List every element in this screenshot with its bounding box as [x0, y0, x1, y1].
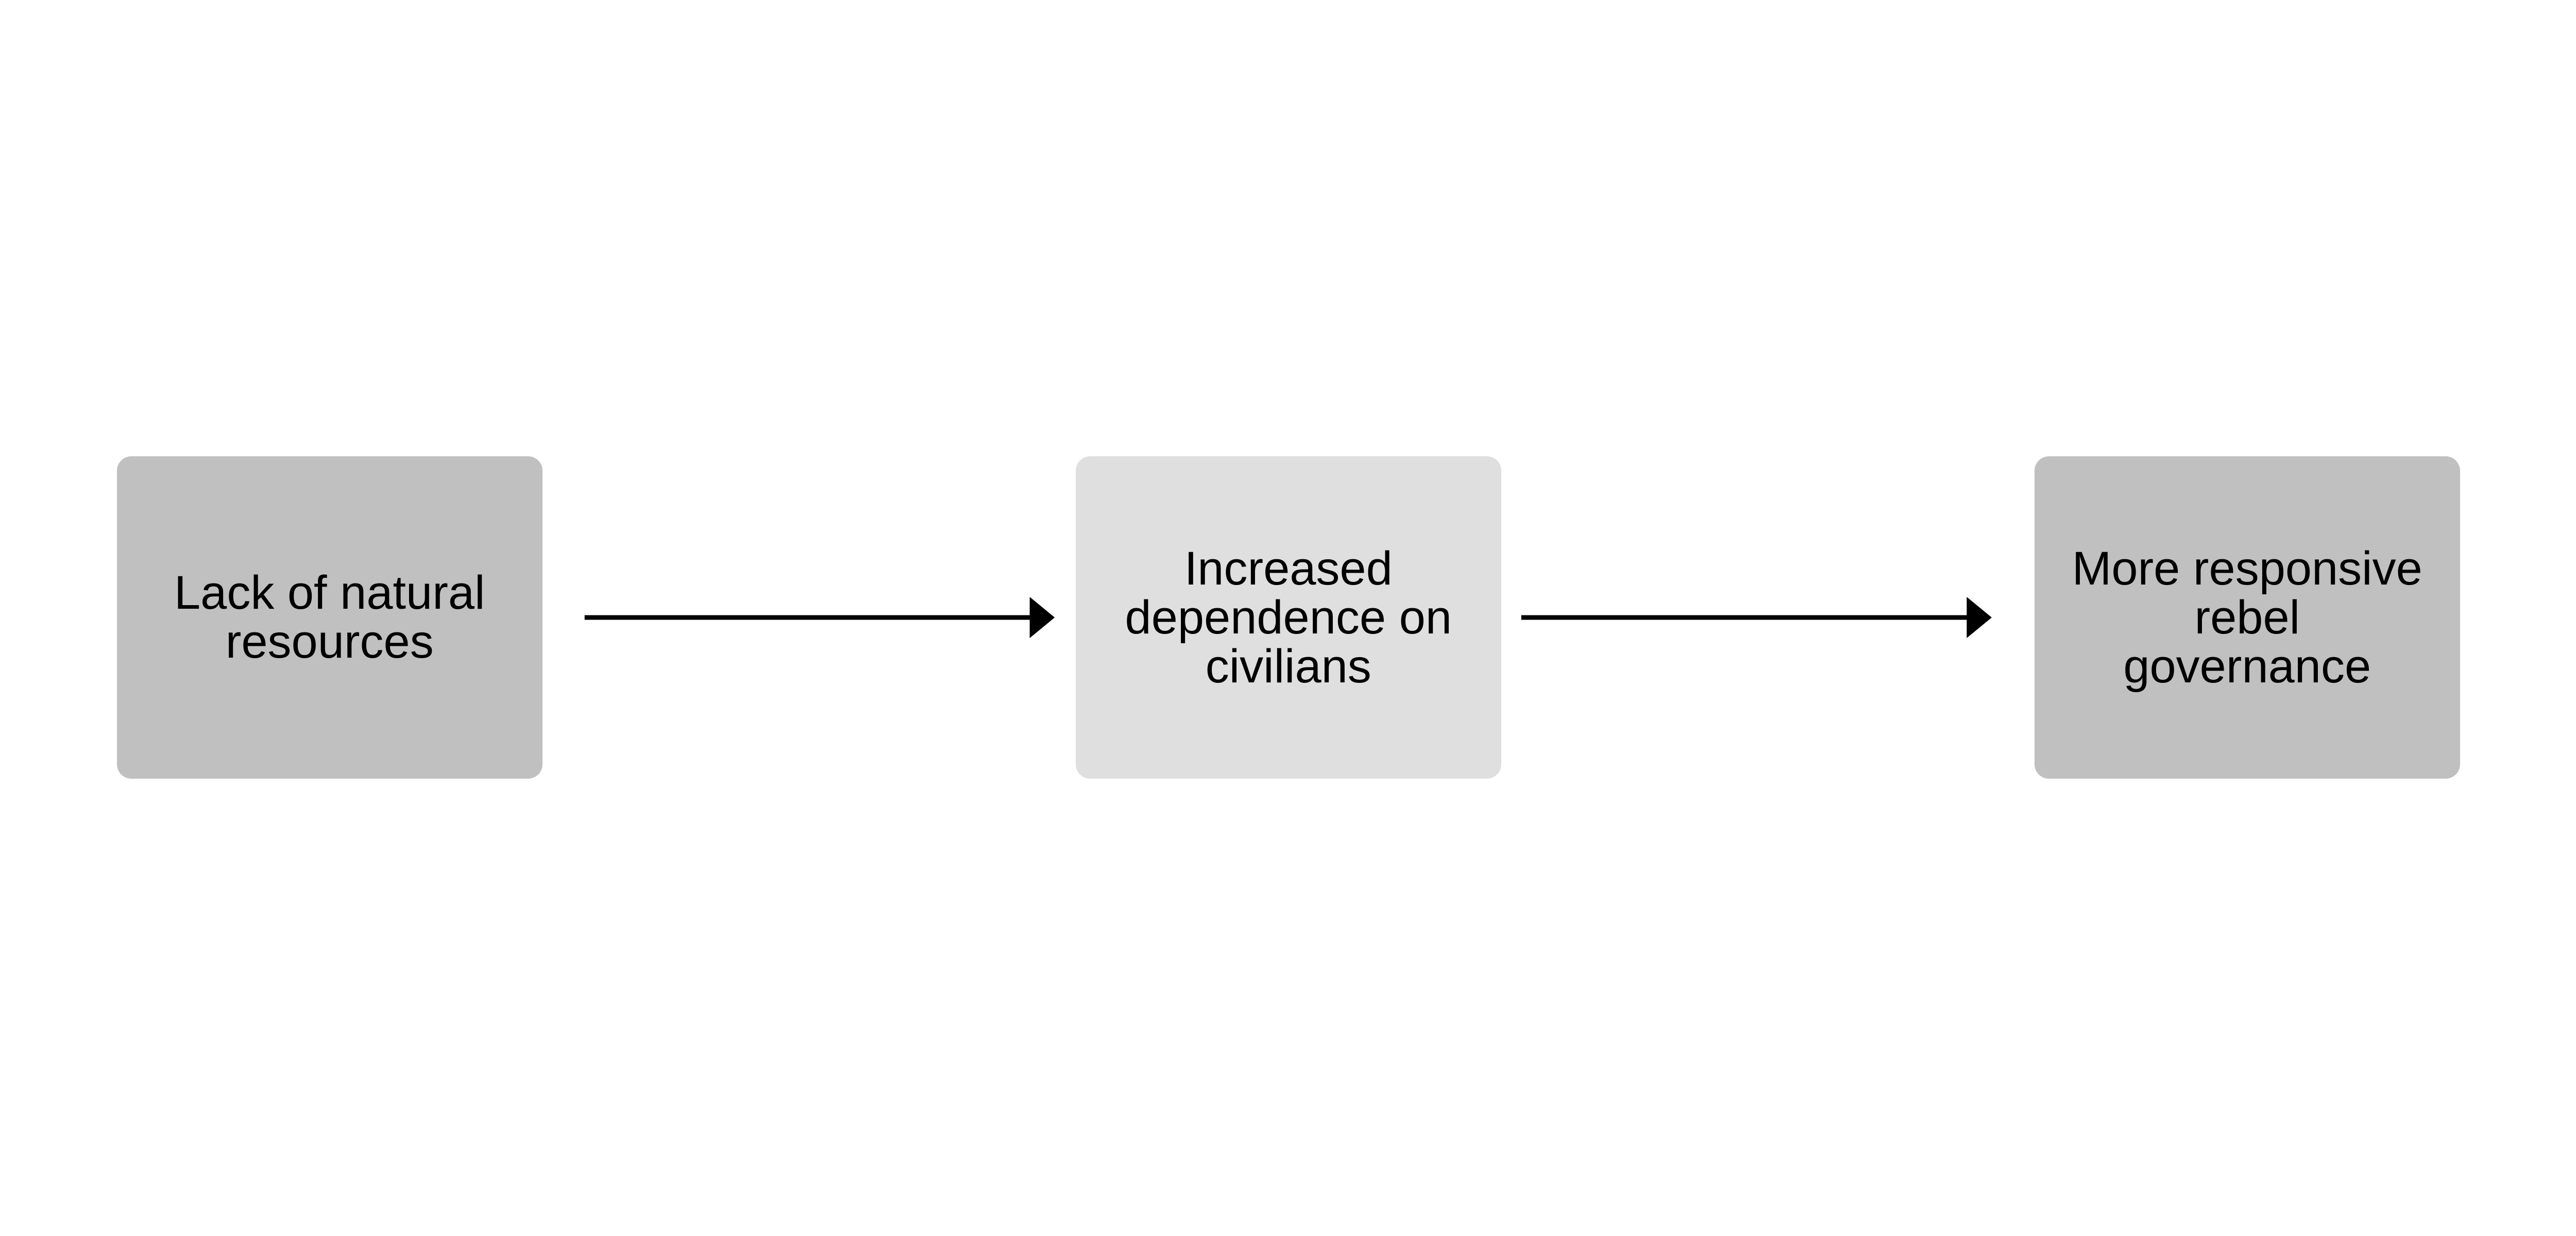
node-label: Lack of natural resources	[174, 566, 485, 668]
node-increased-dependence-on-civilians: Increased dependence on civilians	[1075, 456, 1501, 779]
node-more-responsive-rebel-governance: More responsive rebel governance	[2034, 456, 2460, 779]
node-label: More responsive rebel governance	[2072, 542, 2422, 693]
arrow-resources-to-dependence	[584, 597, 1055, 638]
node-label: Increased dependence on civilians	[1125, 542, 1452, 693]
node-lack-of-natural-resources: Lack of natural resources	[116, 456, 543, 779]
flow-row: Lack of natural resources Increased depe…	[0, 456, 2576, 779]
arrow-dependence-to-governance	[1521, 597, 1992, 638]
